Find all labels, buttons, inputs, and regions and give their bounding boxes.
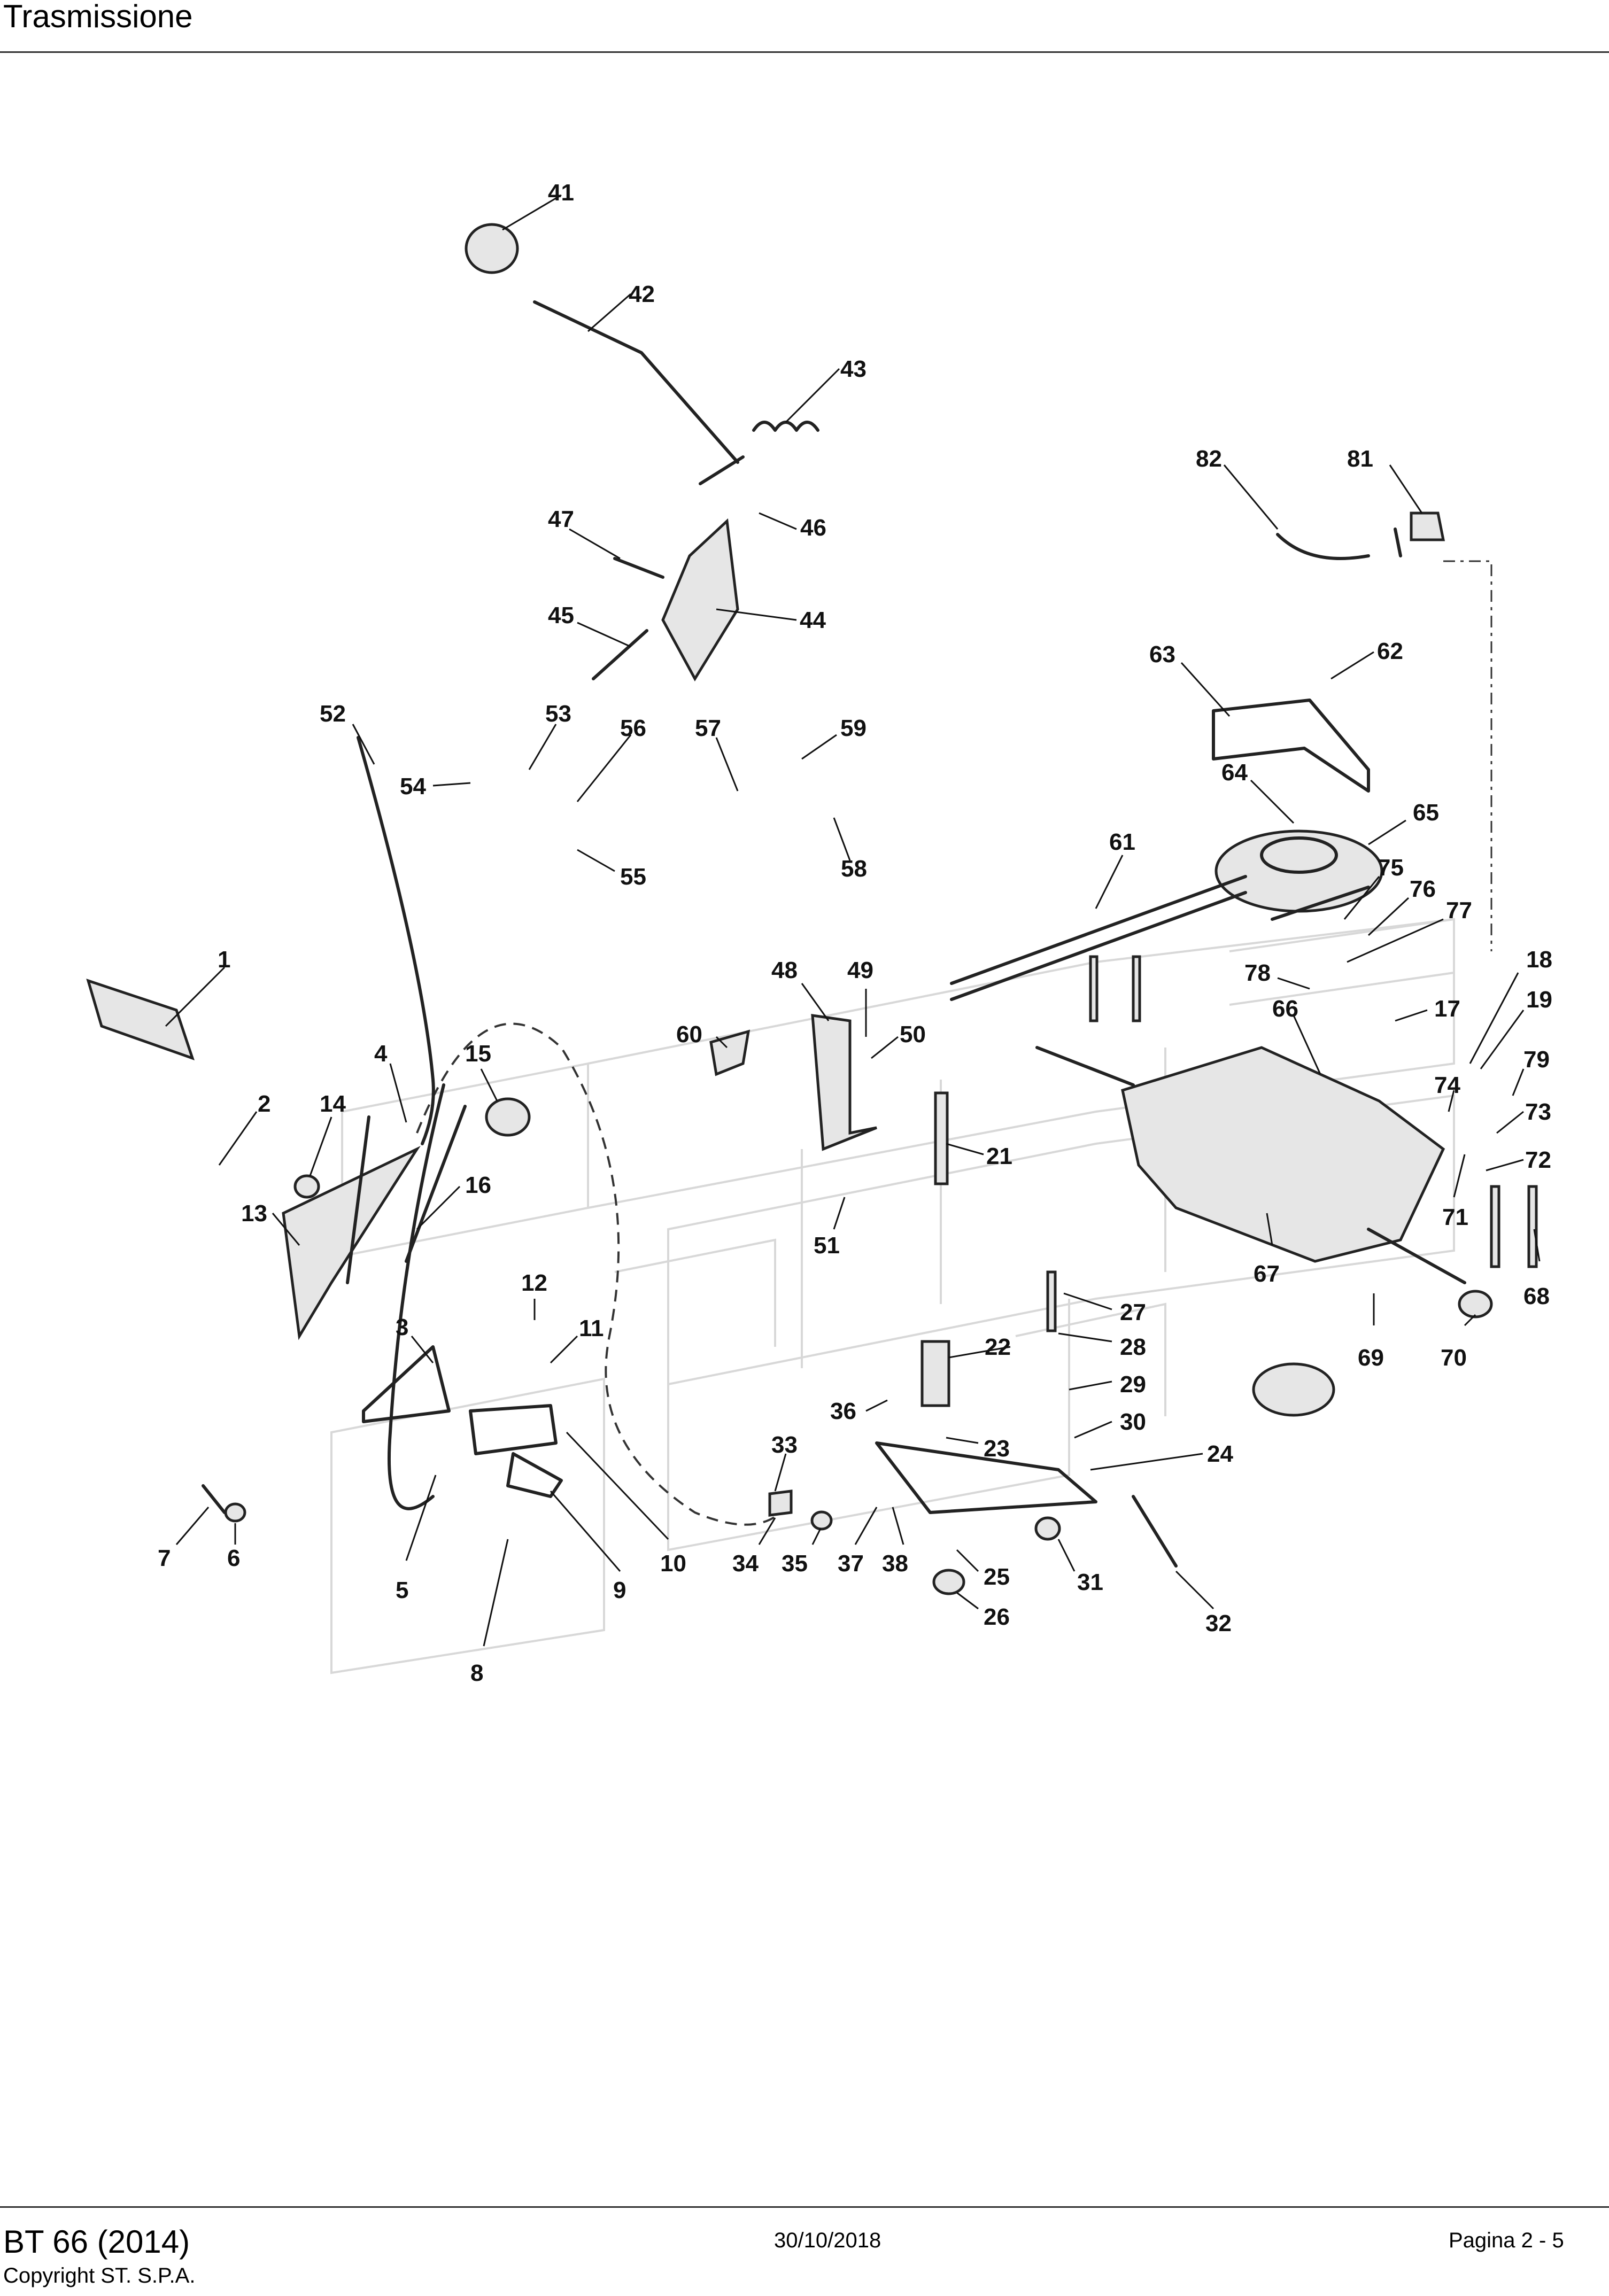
callout-6: 6 — [227, 1545, 240, 1571]
callout-12: 12 — [521, 1270, 547, 1296]
callout-48: 48 — [771, 957, 798, 983]
callout-labels: 41 42 43 82 81 47 46 45 44 63 62 52 53 5… — [158, 180, 1552, 1686]
callout-36: 36 — [830, 1398, 856, 1424]
callout-1: 1 — [218, 947, 230, 973]
callout-9: 9 — [613, 1577, 626, 1603]
callout-54: 54 — [400, 773, 426, 800]
callout-35: 35 — [782, 1550, 808, 1577]
callout-61: 61 — [1109, 829, 1135, 855]
callout-11: 11 — [579, 1315, 604, 1341]
callout-30: 30 — [1120, 1409, 1146, 1435]
callout-2: 2 — [258, 1091, 270, 1117]
callout-29: 29 — [1120, 1371, 1146, 1398]
callout-65: 65 — [1413, 800, 1439, 826]
callout-27: 27 — [1120, 1299, 1146, 1325]
callout-14: 14 — [320, 1091, 346, 1117]
callout-45: 45 — [548, 602, 574, 629]
footer-date: 30/10/2018 — [774, 2229, 881, 2252]
callout-24: 24 — [1207, 1441, 1233, 1467]
callout-19: 19 — [1526, 987, 1552, 1013]
callout-47: 47 — [548, 506, 574, 532]
callout-81: 81 — [1347, 446, 1373, 472]
callout-4: 4 — [374, 1041, 388, 1067]
callout-77: 77 — [1446, 897, 1472, 924]
callout-66: 66 — [1272, 996, 1298, 1022]
callout-73: 73 — [1525, 1099, 1551, 1125]
callout-15: 15 — [465, 1041, 491, 1067]
callout-44: 44 — [800, 607, 826, 633]
callout-60: 60 — [676, 1021, 702, 1048]
callout-76: 76 — [1410, 876, 1436, 902]
callout-13: 13 — [241, 1200, 267, 1227]
callout-33: 33 — [771, 1432, 798, 1458]
callout-41: 41 — [548, 180, 574, 206]
callout-79: 79 — [1523, 1046, 1550, 1073]
callout-52: 52 — [320, 701, 346, 727]
callout-53: 53 — [545, 701, 571, 727]
callout-22: 22 — [985, 1334, 1011, 1360]
callout-75: 75 — [1378, 855, 1404, 881]
footer-model: BT 66 (2014) — [3, 2224, 190, 2260]
callout-50: 50 — [900, 1021, 926, 1048]
footer-divider — [0, 2206, 1609, 2208]
callout-23: 23 — [984, 1436, 1010, 1462]
callout-70: 70 — [1441, 1345, 1467, 1371]
callout-42: 42 — [629, 281, 655, 307]
callout-71: 71 — [1442, 1204, 1468, 1230]
callout-68: 68 — [1523, 1283, 1550, 1309]
callout-49: 49 — [847, 957, 873, 983]
footer-copyright: Copyright ST. S.P.A. — [3, 2264, 196, 2287]
callout-3: 3 — [396, 1314, 408, 1340]
callout-34: 34 — [732, 1550, 759, 1577]
callout-59: 59 — [840, 715, 867, 741]
header-divider — [0, 51, 1609, 53]
callout-25: 25 — [984, 1564, 1010, 1590]
callout-72: 72 — [1525, 1147, 1551, 1173]
callout-51: 51 — [814, 1232, 840, 1259]
callout-63: 63 — [1149, 641, 1175, 668]
parts-drawing — [86, 223, 1538, 1595]
cable-route-lines — [416, 560, 1492, 1526]
callout-32: 32 — [1205, 1610, 1232, 1636]
callout-67: 67 — [1254, 1261, 1280, 1287]
page-title: Trasmissione — [3, 0, 193, 34]
callout-56: 56 — [620, 715, 646, 741]
callout-26: 26 — [984, 1604, 1010, 1630]
callout-69: 69 — [1358, 1345, 1384, 1371]
callout-21: 21 — [986, 1143, 1012, 1169]
callout-28: 28 — [1120, 1334, 1146, 1360]
callout-17: 17 — [1434, 996, 1460, 1022]
callout-82: 82 — [1196, 446, 1222, 472]
callout-7: 7 — [158, 1545, 171, 1571]
callout-58: 58 — [841, 856, 867, 882]
callout-16: 16 — [465, 1172, 491, 1198]
callout-62: 62 — [1377, 638, 1403, 664]
callout-5: 5 — [396, 1577, 408, 1603]
footer-page-number: Pagina 2 - 5 — [1449, 2229, 1564, 2252]
callout-46: 46 — [800, 515, 826, 541]
callout-64: 64 — [1221, 759, 1248, 786]
callout-74: 74 — [1434, 1072, 1460, 1098]
callout-31: 31 — [1077, 1569, 1103, 1595]
callout-37: 37 — [838, 1550, 864, 1577]
callout-38: 38 — [882, 1550, 908, 1577]
callout-55: 55 — [620, 864, 646, 890]
callout-43: 43 — [840, 356, 867, 382]
callout-10: 10 — [660, 1550, 686, 1577]
callout-78: 78 — [1244, 960, 1271, 986]
callout-8: 8 — [470, 1660, 483, 1686]
callout-57: 57 — [695, 715, 721, 741]
callout-18: 18 — [1526, 947, 1552, 973]
